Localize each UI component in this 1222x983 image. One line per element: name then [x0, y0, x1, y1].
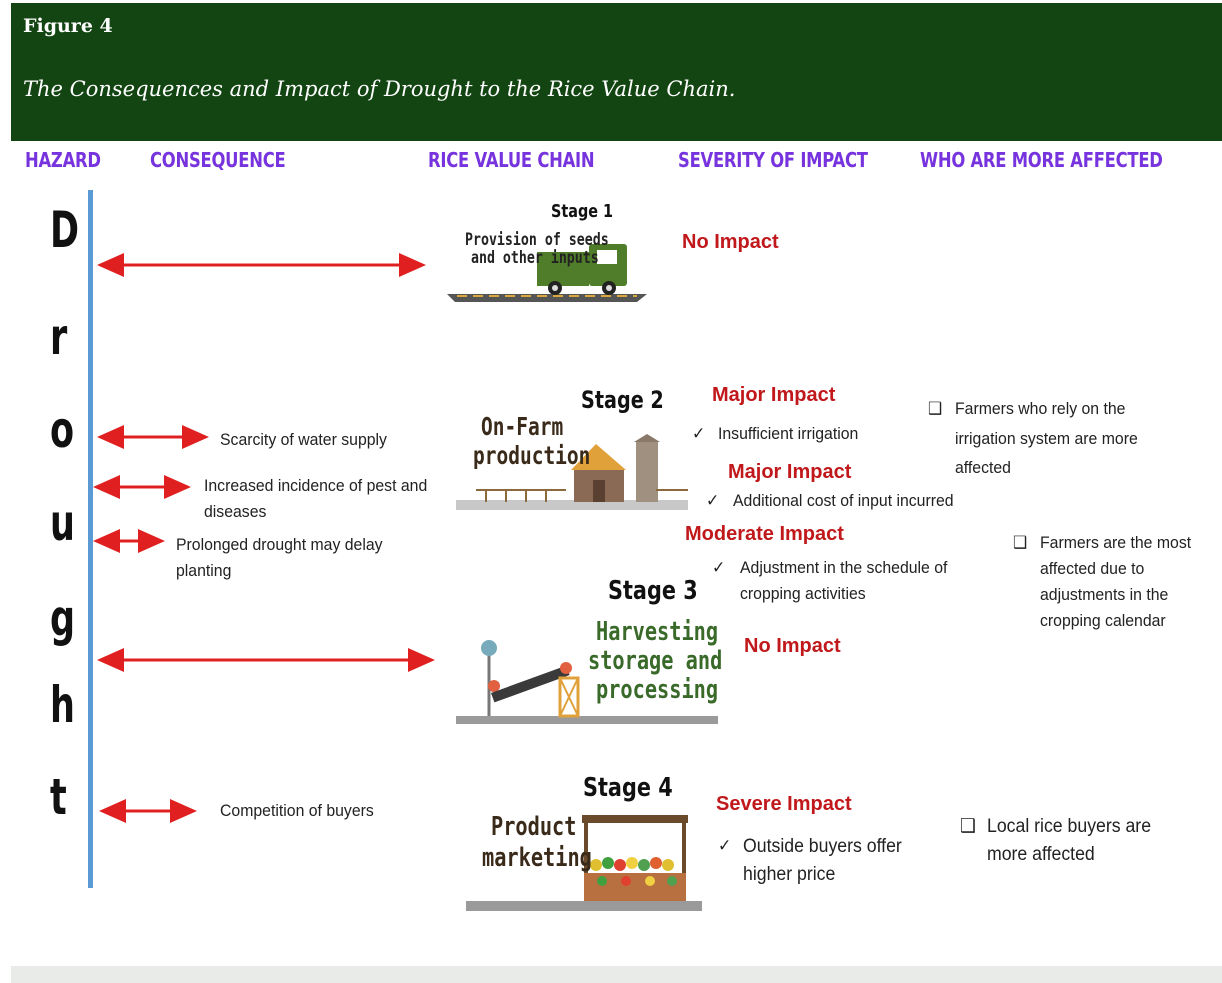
stage3-label: Stage 3	[608, 576, 698, 606]
check-icon: ✓	[712, 558, 726, 577]
severity-stage2-schedule: Moderate Impact	[685, 523, 844, 545]
column-heading-consequence: CONSEQUENCE	[150, 148, 286, 172]
consequence-planting-line2: planting	[176, 561, 232, 580]
affected-farmers-line2: affected due to	[1040, 559, 1145, 578]
check-icon: ✓	[692, 424, 706, 443]
market-illustration	[466, 815, 702, 911]
consequence-pest-line1: Increased incidence of pest and	[204, 476, 428, 495]
hazard-letter-t: t	[50, 768, 67, 826]
bottom-bar	[11, 966, 1222, 983]
farm-illustration	[456, 434, 688, 510]
consequence-planting-line1: Prolonged drought may delay	[176, 535, 383, 554]
hazard-letter-o: o	[50, 401, 75, 459]
stage2-label: Stage 2	[581, 386, 664, 414]
consequence-pest-line2: diseases	[204, 502, 267, 521]
consequence-water: Scarcity of water supply	[220, 430, 387, 449]
hazard-letter-d: D	[50, 201, 80, 259]
figure-header: Figure 4 The Consequences and Impact of …	[11, 3, 1222, 141]
stage4-name-line1: Product	[491, 812, 577, 842]
column-heading-hazard: HAZARD	[25, 148, 101, 172]
affected-buyers-line1: Local rice buyers are	[987, 816, 1152, 837]
affected-farmers-line3: adjustments in the	[1040, 585, 1169, 604]
hazard-letter-u: u	[50, 494, 75, 552]
severity-stage2-irrigation: Major Impact	[712, 384, 836, 406]
severity-detail-buyers-line2: higher price	[743, 864, 836, 885]
hazard-letter-r: r	[50, 308, 68, 366]
stage3-name-line1: Harvesting	[596, 617, 719, 647]
affected-farmers-line1: Farmers are the most	[1040, 533, 1192, 552]
hazard-letter-g: g	[50, 589, 76, 647]
column-heading-affected: WHO ARE MORE AFFECTED	[920, 148, 1163, 172]
affected-irrigation-line2: irrigation system are more	[955, 429, 1138, 448]
stage1-name-line2: and other inputs	[471, 248, 599, 268]
column-heading-severity: SEVERITY OF IMPACT	[678, 148, 868, 172]
check-icon: ✓	[718, 836, 732, 855]
severity-stage2-cost: Major Impact	[728, 461, 852, 483]
checkbox-icon: ❑	[928, 399, 943, 418]
affected-buyers-line2: more affected	[987, 844, 1095, 865]
truck-illustration	[447, 244, 647, 302]
affected-farmers-line4: cropping calendar	[1040, 611, 1166, 630]
stage3-name-line3: processing	[596, 675, 719, 705]
severity-stage3: No Impact	[744, 635, 841, 657]
harvest-illustration	[456, 640, 718, 724]
severity-detail-buyers-line1: Outside buyers offer	[743, 836, 902, 857]
figure-caption: The Consequences and Impact of Drought t…	[23, 77, 736, 101]
severity-detail-schedule-line2: cropping activities	[740, 584, 866, 603]
consequence-buyers: Competition of buyers	[220, 801, 374, 820]
figure-label: Figure 4	[23, 15, 113, 37]
stage1-label: Stage 1	[551, 201, 614, 222]
checkbox-icon: ❑	[960, 816, 976, 837]
check-icon: ✓	[706, 491, 720, 510]
stage4-label: Stage 4	[583, 773, 673, 803]
stage1-name-line1: Provision of seeds	[465, 230, 609, 250]
stage3-name-line2: storage and	[588, 646, 723, 676]
stage4-name-line2: marketing	[482, 843, 592, 873]
stage2-name-line2: production	[473, 441, 591, 470]
severity-detail-irrigation: Insufficient irrigation	[718, 424, 859, 443]
checkbox-icon: ❑	[1013, 533, 1028, 552]
severity-stage4: Severe Impact	[716, 793, 852, 815]
severity-detail-cost: Additional cost of input incurred	[733, 491, 954, 510]
severity-detail-schedule-line1: Adjustment in the schedule of	[740, 558, 948, 577]
hazard-letter-h: h	[50, 676, 75, 734]
affected-irrigation-line3: affected	[955, 458, 1011, 477]
stage2-name-line1: On-Farm	[481, 412, 564, 441]
hazard-timeline	[88, 190, 93, 888]
severity-stage1: No Impact	[682, 231, 779, 253]
column-heading-value-chain: RICE VALUE CHAIN	[428, 148, 595, 172]
affected-irrigation-line1: Farmers who rely on the	[955, 399, 1126, 418]
